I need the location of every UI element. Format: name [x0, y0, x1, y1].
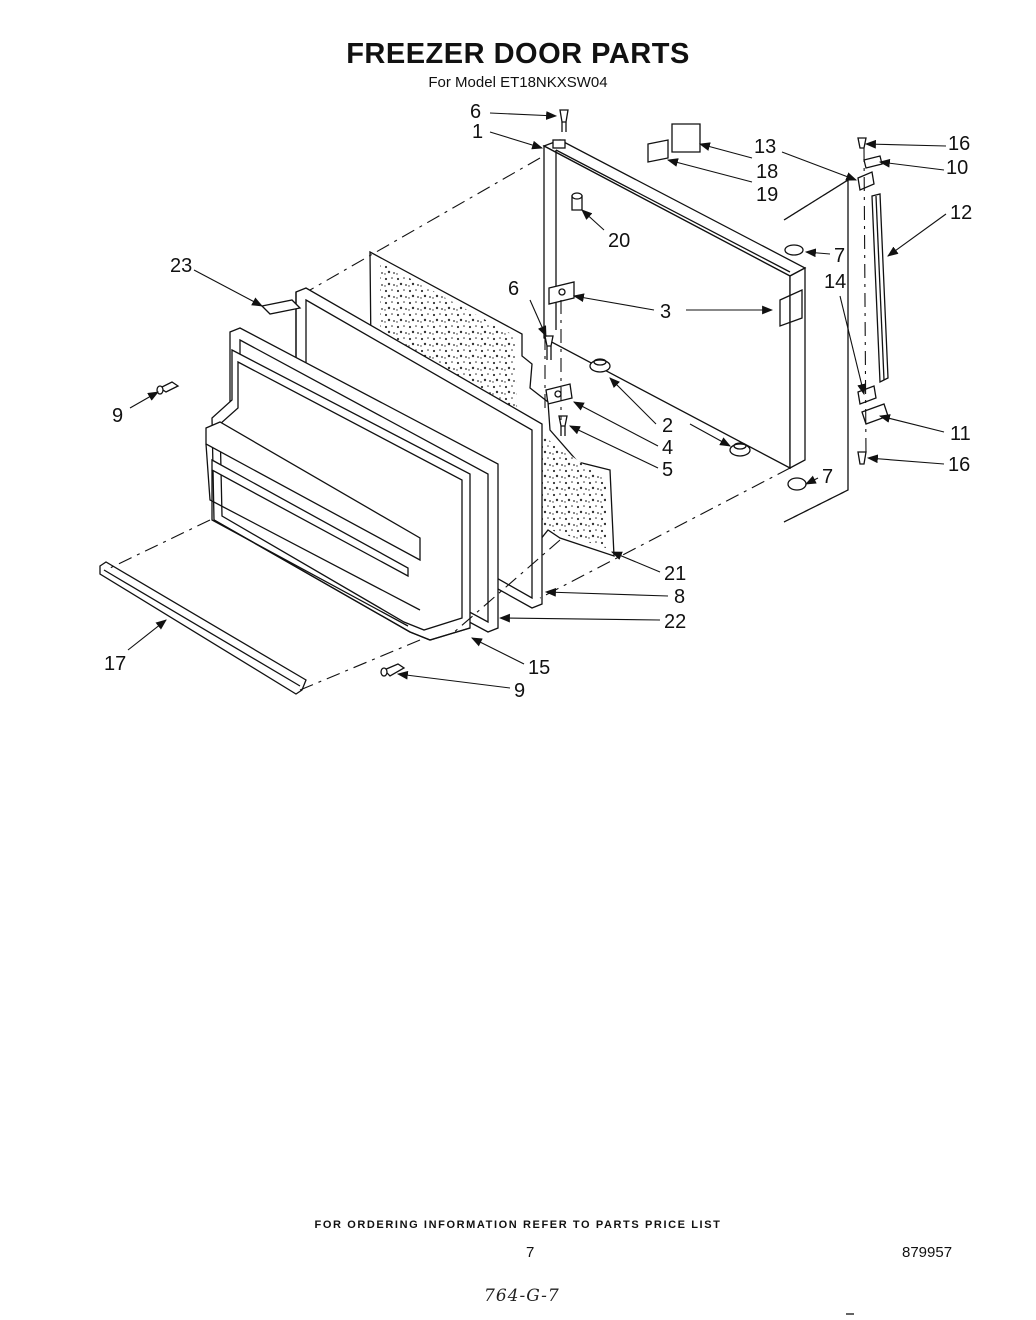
callout-15: 15 — [528, 657, 550, 679]
callout-9-left: 9 — [112, 405, 123, 427]
callout-6-top: 6 — [470, 101, 481, 123]
callout-12: 12 — [950, 202, 972, 224]
screw-lower — [558, 415, 568, 436]
door-shelf-bar — [99, 561, 307, 695]
screw-handle-top — [857, 137, 867, 149]
screw-handle-bottom — [857, 451, 867, 465]
plug-button-right-bottom — [787, 477, 807, 491]
callout-16-bottom: 16 — [948, 454, 970, 476]
callout-8: 8 — [674, 586, 685, 608]
callout-5: 5 — [662, 459, 673, 481]
inner-door-liner — [205, 348, 471, 641]
leader-lines — [127, 111, 947, 689]
callout-11: 11 — [950, 423, 971, 445]
door-stop-pin-bottom — [380, 663, 406, 677]
screw-middle — [544, 335, 554, 360]
callout-7-top: 7 — [834, 245, 845, 267]
screw-top — [559, 109, 569, 132]
model-subtitle: For Model ET18NKXSW04 — [428, 74, 608, 91]
callout-labels: 6 1 13 18 19 16 10 12 20 7 14 23 6 3 9 2… — [104, 101, 972, 702]
callout-10: 10 — [946, 157, 968, 179]
callout-13: 13 — [754, 136, 776, 158]
callout-18: 18 — [756, 161, 778, 183]
ordering-note: FOR ORDERING INFORMATION REFER TO PARTS … — [314, 1219, 722, 1231]
lower-hinge — [545, 383, 573, 405]
handle-trim-strip — [871, 193, 889, 384]
outer-door-panel — [542, 139, 807, 470]
handle-end-cap-bottom — [857, 385, 889, 425]
tape-strip — [647, 139, 669, 163]
callout-16-top: 16 — [948, 133, 970, 155]
plug-button-right-top — [784, 244, 804, 256]
door-stop-pin-left — [156, 381, 180, 395]
callout-20: 20 — [608, 230, 630, 252]
callout-14: 14 — [824, 271, 846, 293]
plug-button-upper — [571, 192, 583, 211]
page-number: 7 — [526, 1244, 535, 1261]
callout-6-middle: 6 — [508, 278, 519, 300]
callout-17: 17 — [104, 653, 126, 675]
callout-2: 2 — [662, 415, 673, 437]
page-title: FREEZER DOOR PARTS — [346, 38, 690, 70]
handle-end-cap-top — [857, 155, 883, 191]
insulation-pad — [671, 123, 701, 153]
callout-22: 22 — [664, 611, 686, 633]
callout-9-bottom: 9 — [514, 680, 525, 702]
door-bumper-lower — [729, 442, 751, 457]
callout-21: 21 — [664, 563, 686, 585]
alignment-lines — [109, 147, 867, 691]
breaker-strip — [260, 299, 302, 315]
callout-7-bottom: 7 — [822, 466, 833, 488]
callout-1: 1 — [472, 121, 483, 143]
callout-4: 4 — [662, 437, 673, 459]
document-number: 879957 — [902, 1244, 953, 1261]
handwritten-code: 764-G-7 — [484, 1286, 560, 1306]
door-bumper-upper — [589, 358, 611, 373]
callout-3: 3 — [660, 301, 671, 323]
callout-23: 23 — [170, 255, 192, 277]
callout-19: 19 — [756, 184, 778, 206]
